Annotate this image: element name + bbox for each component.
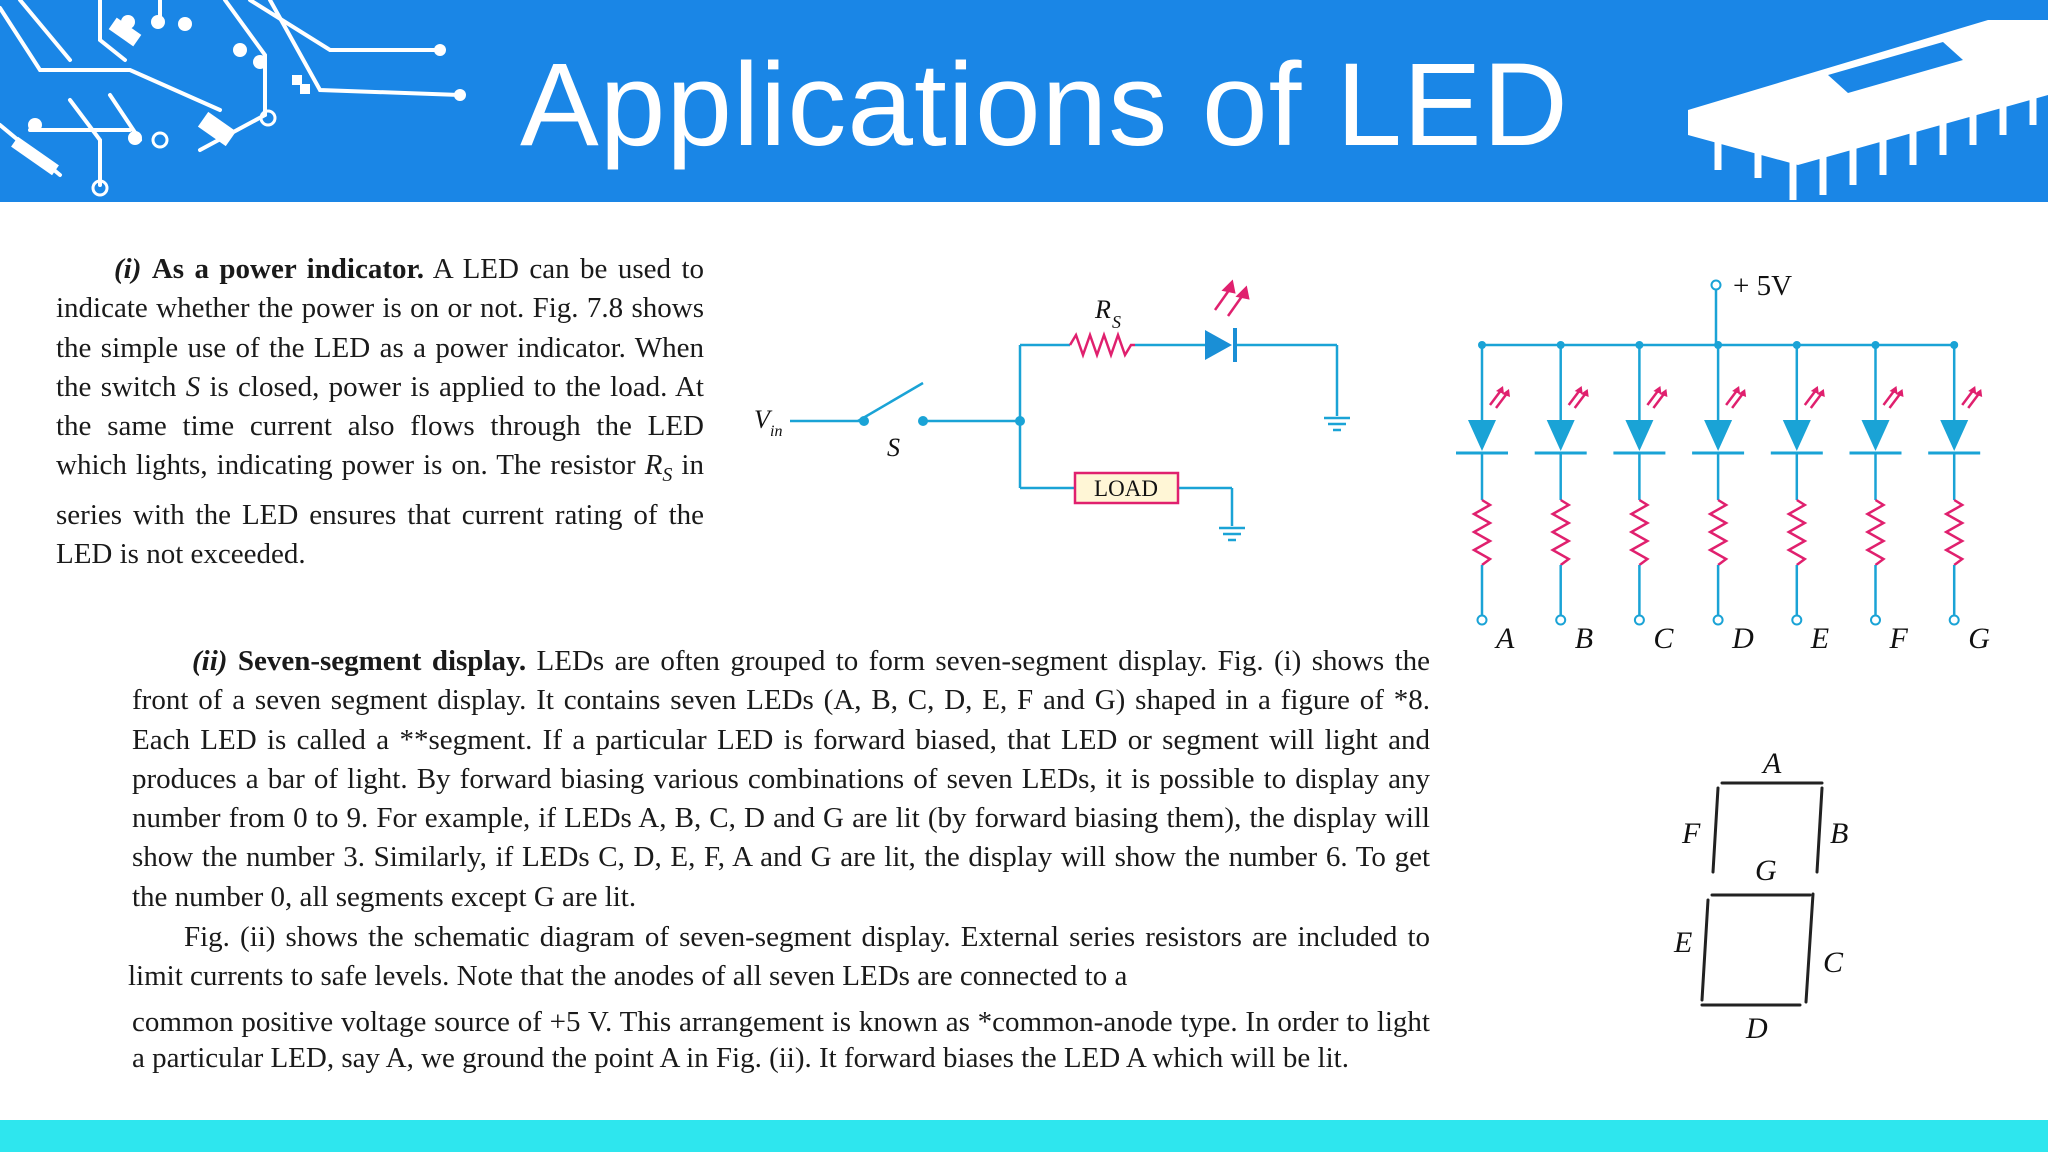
svg-text:F: F: [1681, 817, 1701, 850]
common-anode-schematic: + 5V A B C D E F G: [1456, 270, 1990, 655]
supply-label: + 5V: [1733, 270, 1792, 302]
header-banner: Applications of LED: [0, 0, 2048, 202]
svg-text:B: B: [1830, 817, 1848, 850]
ic-chip-icon: [1688, 20, 2048, 200]
segment-c: [1804, 892, 1815, 1004]
svg-text:E: E: [1673, 926, 1692, 959]
output-label-c: C: [1653, 622, 1674, 655]
svg-text:D: D: [1745, 1012, 1768, 1040]
seven-segment-figure: A B C D E F G: [1673, 747, 1848, 1040]
led-branch-a: A: [1456, 341, 1515, 655]
segment-f: [1711, 786, 1720, 874]
power-indicator-circuit: LOAD V in S R S: [754, 279, 1350, 542]
segment-e: [1700, 898, 1710, 1002]
switch-label: S: [887, 433, 900, 462]
footer-bar: [0, 1120, 2048, 1152]
circuit-traces-icon: [0, 0, 466, 197]
segment-b: [1815, 786, 1824, 874]
common-anode-paragraph: common positive voltage source of +5 V. …: [132, 1006, 1430, 1074]
svg-text:A: A: [1761, 747, 1782, 780]
load-label: LOAD: [1094, 476, 1158, 501]
schematic-paragraph: Fig. (ii) shows the schematic diagram of…: [128, 921, 1430, 993]
output-label-g: G: [1968, 622, 1990, 655]
svg-text:S: S: [1112, 312, 1121, 332]
power-indicator-paragraph: (i) As a power indicator. A LED can be u…: [56, 253, 704, 570]
output-label-a: A: [1494, 622, 1515, 655]
output-label-f: F: [1889, 622, 1909, 655]
seven-segment-paragraph: (ii) Seven-segment display. LEDs are oft…: [132, 645, 1431, 913]
section-heading: As a power indicator.: [151, 253, 424, 285]
svg-text:in: in: [770, 423, 782, 440]
led-branch-d: D: [1692, 341, 1754, 655]
output-label-b: B: [1575, 622, 1593, 655]
output-label-d: D: [1731, 622, 1754, 655]
section-number: (ii): [192, 645, 228, 677]
page-title: Applications of LED: [520, 39, 1569, 171]
led-branch-c: C: [1613, 341, 1674, 655]
output-label-e: E: [1810, 622, 1829, 655]
vin-label: V: [754, 405, 773, 434]
section-heading: Seven-segment display.: [237, 645, 527, 677]
svg-text:G: G: [1755, 854, 1777, 887]
led-branch-e: E: [1770, 341, 1829, 655]
led-branch-f: F: [1849, 341, 1909, 655]
led-branch-g: G: [1928, 341, 1990, 655]
section-number: (i): [114, 253, 142, 285]
led-branch-b: B: [1534, 341, 1593, 655]
resistor-label: R: [1094, 295, 1111, 324]
svg-text:C: C: [1823, 946, 1844, 979]
